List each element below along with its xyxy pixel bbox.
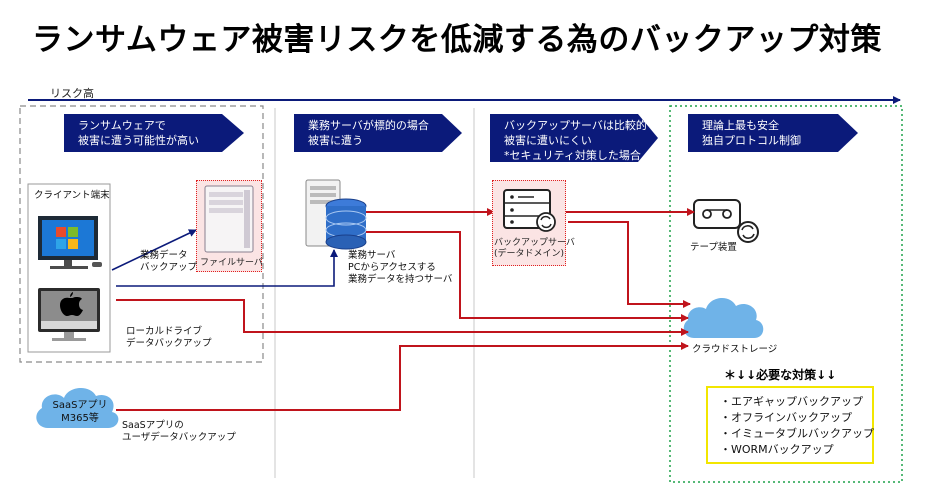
measure-item: ・WORMバックアップ <box>720 443 834 456</box>
column-4-heading: 理論上最も安全 独自プロトコル制御 <box>688 113 801 149</box>
backup-server-icon <box>503 189 556 232</box>
label-line: (データドメイン) <box>494 249 565 260</box>
label-line: ユーザデータバックアップ <box>122 431 236 443</box>
business-server-icon <box>305 179 367 250</box>
windows-monitor-icon <box>38 216 102 269</box>
label-line: PCからアクセスする <box>348 261 436 273</box>
label-line: ローカルドライブ <box>126 326 203 337</box>
measure-item: ・イミュータブルバックアップ <box>720 427 874 440</box>
business-data-backup-label: 業務データ バックアップ <box>140 250 197 274</box>
heading-line: 被害に遭いにくい <box>504 133 592 147</box>
heading-line: ランサムウェアで <box>78 119 166 132</box>
page-title: ランサムウェア被害リスクを低減する為のバックアップ対策 <box>32 22 882 58</box>
column-3-heading: バックアップサーバは比較的 被害に遭いにくい *セキュリティ対策した場合 <box>490 113 647 164</box>
label-line: 業務データを持つサーバ <box>348 273 453 285</box>
safe-zone <box>669 105 903 483</box>
local-drive-label: ローカルドライブ データバックアップ <box>126 326 212 350</box>
backup-server-label: バックアップサーバ (データドメイン) <box>494 238 575 261</box>
heading-line: バックアップサーバは比較的 <box>504 119 647 132</box>
label-line: SaaSアプリの <box>122 420 184 431</box>
label-line: M365等 <box>61 412 99 424</box>
saas-cloud-icon <box>36 387 119 428</box>
saas-cloud-label: SaaSアプリ M365等 <box>52 400 108 425</box>
file-server-label: ファイルサーバ <box>200 258 263 268</box>
chevron-banner-4 <box>688 114 858 152</box>
tape-drive-icon <box>693 199 759 243</box>
heading-line: 被害に遭う可能性が高い <box>78 133 199 147</box>
chevron-banner-3 <box>490 114 658 162</box>
column-2-heading: 業務サーバが標的の場合 被害に遭う <box>294 113 429 149</box>
navy-connectors <box>111 229 338 287</box>
required-measures-box: ・エアギャップバックアップ ・オフラインバックアップ ・イミュータブルバックアッ… <box>706 386 874 464</box>
chevron-banner-1 <box>64 114 244 152</box>
heading-line: 理論上最も安全 <box>702 119 779 132</box>
measure-item: ・オフラインバックアップ <box>720 411 852 424</box>
label-line: 業務サーバ <box>348 250 396 261</box>
label-line: データバックアップ <box>126 337 212 349</box>
red-connectors <box>116 208 695 411</box>
cloud-storage-label: クラウドストレージ <box>692 344 778 355</box>
label-line: バックアップサーバ <box>494 238 575 248</box>
heading-line: *セキュリティ対策した場合 <box>504 148 641 162</box>
required-measures-title: ＊↓↓必要な対策↓↓ <box>724 368 837 382</box>
business-server-label: 業務サーバ PCからアクセスする 業務データを持つサーバ <box>348 250 452 286</box>
heading-line: 被害に遭う <box>308 133 363 147</box>
heading-line: 業務サーバが標的の場合 <box>308 119 429 132</box>
risk-axis-label: リスク高 <box>50 87 94 100</box>
file-server-icon <box>204 185 254 253</box>
client-zone <box>19 105 264 363</box>
tape-label: テープ装置 <box>690 242 737 253</box>
chevron-banner-2 <box>294 114 462 152</box>
mac-monitor-icon <box>38 288 100 341</box>
heading-line: 独自プロトコル制御 <box>702 133 801 147</box>
cloud-storage-icon <box>683 298 764 338</box>
measure-item: ・エアギャップバックアップ <box>720 395 863 408</box>
label-line: SaaSアプリ <box>52 400 108 411</box>
label-line: バックアップ <box>140 261 198 273</box>
client-label: クライアント端末 <box>34 190 110 201</box>
label-line: 業務データ <box>140 250 188 261</box>
saas-backup-label: SaaSアプリの ユーザデータバックアップ <box>122 420 236 444</box>
column-1-heading: ランサムウェアで 被害に遭う可能性が高い <box>64 113 199 149</box>
